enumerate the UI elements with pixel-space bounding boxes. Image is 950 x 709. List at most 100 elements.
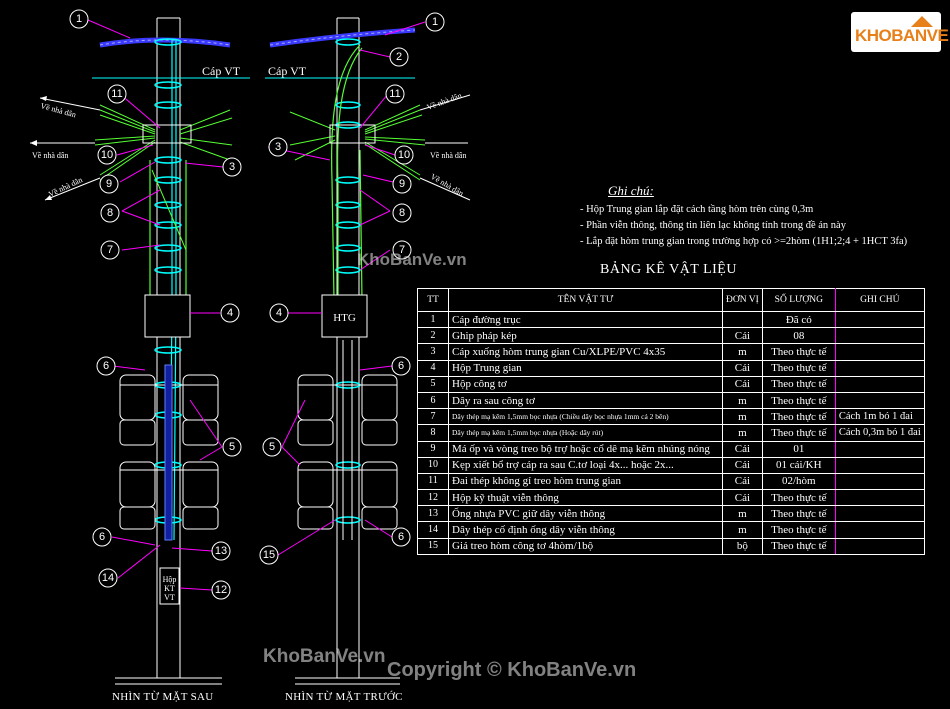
cell-note <box>834 472 925 491</box>
cell-qty: 01 <box>761 440 836 458</box>
cell-tt: 8 <box>417 424 449 442</box>
cell-qty: 01 cái/KH <box>761 456 836 474</box>
cell-name: Giá treo hòm công tơ 4hòm/1bộ <box>448 537 723 555</box>
hop-kt-vt-label-3: VT <box>164 593 175 602</box>
callouts: 1 1 2 11 11 10 10 3 3 9 9 8 8 7 7 4 4 6 <box>69 9 445 600</box>
cell-note <box>834 343 925 361</box>
callout-6-left: 6 <box>103 360 109 372</box>
pole-back-view: Hộp KT VT Cáp VT Về nhà dân Về nhà dân V… <box>30 17 250 685</box>
cell-name: Cáp đường trục <box>448 310 723 329</box>
callout-15: 15 <box>263 549 275 561</box>
cell-unit: m <box>722 424 763 442</box>
callout-13: 13 <box>215 545 227 557</box>
cell-qty: Theo thực tế <box>761 375 836 393</box>
materials-table-title: BẢNG KÊ VẬT LIỆU <box>600 262 737 277</box>
notes-title: Ghi chú: <box>608 183 654 198</box>
cell-note <box>834 456 925 474</box>
cell-name: Dây thép mạ kẽm 1,5mm bọc nhựa (Hoặc dây… <box>448 424 723 442</box>
callout-1-right: 1 <box>432 16 438 28</box>
cell-name: Dây ra sau công tơ <box>448 391 723 410</box>
cell-tt: 4 <box>417 359 449 377</box>
cell-tt: 15 <box>417 537 449 555</box>
cell-unit: Cái <box>722 456 763 474</box>
cell-name: Cáp xuống hòm trung gian Cu/XLPE/PVC 4x3… <box>448 343 723 361</box>
leader-lines <box>87 19 426 591</box>
cell-note <box>834 310 925 329</box>
cell-name: Dây thép mạ kẽm 1,5mm bọc nhựa (Chiều dâ… <box>448 408 723 426</box>
cell-unit: Cái <box>722 489 763 507</box>
callout-8-left: 8 <box>107 207 113 219</box>
cell-tt: 3 <box>417 343 449 361</box>
cell-qty: Theo thực tế <box>761 424 836 442</box>
cell-qty: Theo thực tế <box>761 489 836 507</box>
cell-note <box>834 521 925 539</box>
cell-unit: m <box>722 391 763 410</box>
cell-qty: 08 <box>761 327 836 345</box>
htg-label: HTG <box>333 312 356 324</box>
callout-3-right: 3 <box>275 141 281 153</box>
ve-nha-dan-label-5: Về nhà dân <box>430 151 466 160</box>
cell-tt: 10 <box>417 456 449 474</box>
callout-1-left: 1 <box>76 13 82 25</box>
callout-7-left: 7 <box>107 244 113 256</box>
watermark: KhoBanVe.vn <box>263 646 386 667</box>
callout-10-left: 10 <box>101 149 113 161</box>
khobanve-logo: KHOBANVE <box>851 12 949 52</box>
cell-unit: Cái <box>722 440 763 458</box>
cell-note <box>834 375 925 393</box>
cell-qty: Theo thực tế <box>761 359 836 377</box>
cell-qty: Theo thực tế <box>761 391 836 410</box>
cell-qty: Theo thực tế <box>761 505 836 523</box>
view-label-front: NHÌN TỪ MẶT TRƯỚC <box>285 691 403 703</box>
callout-7-right: 7 <box>399 244 405 256</box>
header-name: TÊN VẬT TƯ <box>448 288 723 312</box>
callout-14: 14 <box>102 572 114 584</box>
cell-unit: m <box>722 505 763 523</box>
house-icon <box>911 16 933 27</box>
cell-tt: 2 <box>417 327 449 345</box>
cell-qty: Theo thực tế <box>761 537 836 555</box>
cell-name: Dây thép cố định ống dây viễn thông <box>448 521 723 539</box>
cell-unit: Cái <box>722 375 763 393</box>
cap-vt-label-right: Cáp VT <box>268 64 307 78</box>
cell-name: Má ốp và vòng treo bộ trợ hoặc cổ dê mạ … <box>448 440 723 458</box>
ve-nha-dan-label-2: Về nhà dân <box>32 151 68 160</box>
note-line: - Lắp đặt hòm trung gian trong trường hợ… <box>580 236 908 247</box>
callout-4-right: 4 <box>276 307 282 319</box>
cell-tt: 5 <box>417 375 449 393</box>
cell-unit: bộ <box>722 537 763 555</box>
cell-name: Ống nhựa PVC giữ dây viễn thông <box>448 505 723 523</box>
cell-unit <box>722 310 763 329</box>
cell-qty: 02/hòm <box>761 472 836 491</box>
cell-tt: 13 <box>417 505 449 523</box>
callout-5-left: 5 <box>229 441 235 453</box>
callout-12: 12 <box>215 584 227 596</box>
cell-tt: 12 <box>417 489 449 507</box>
cell-name: Ghip pháp kép <box>448 327 723 345</box>
cell-note <box>834 537 925 555</box>
cell-tt: 9 <box>417 440 449 458</box>
hop-kt-vt-label-1: Hộp <box>163 575 177 584</box>
callout-3-left: 3 <box>229 161 235 173</box>
cell-unit: Cái <box>722 472 763 491</box>
callout-4-left: 4 <box>227 307 233 319</box>
cell-qty: Theo thực tế <box>761 521 836 539</box>
cell-tt: 14 <box>417 521 449 539</box>
header-tt: TT <box>417 288 449 312</box>
cell-unit: m <box>722 408 763 426</box>
callout-8-right: 8 <box>399 207 405 219</box>
cell-tt: 7 <box>417 408 449 426</box>
cell-note <box>834 440 925 458</box>
watermark: KhoBanVe.vn <box>357 250 467 269</box>
